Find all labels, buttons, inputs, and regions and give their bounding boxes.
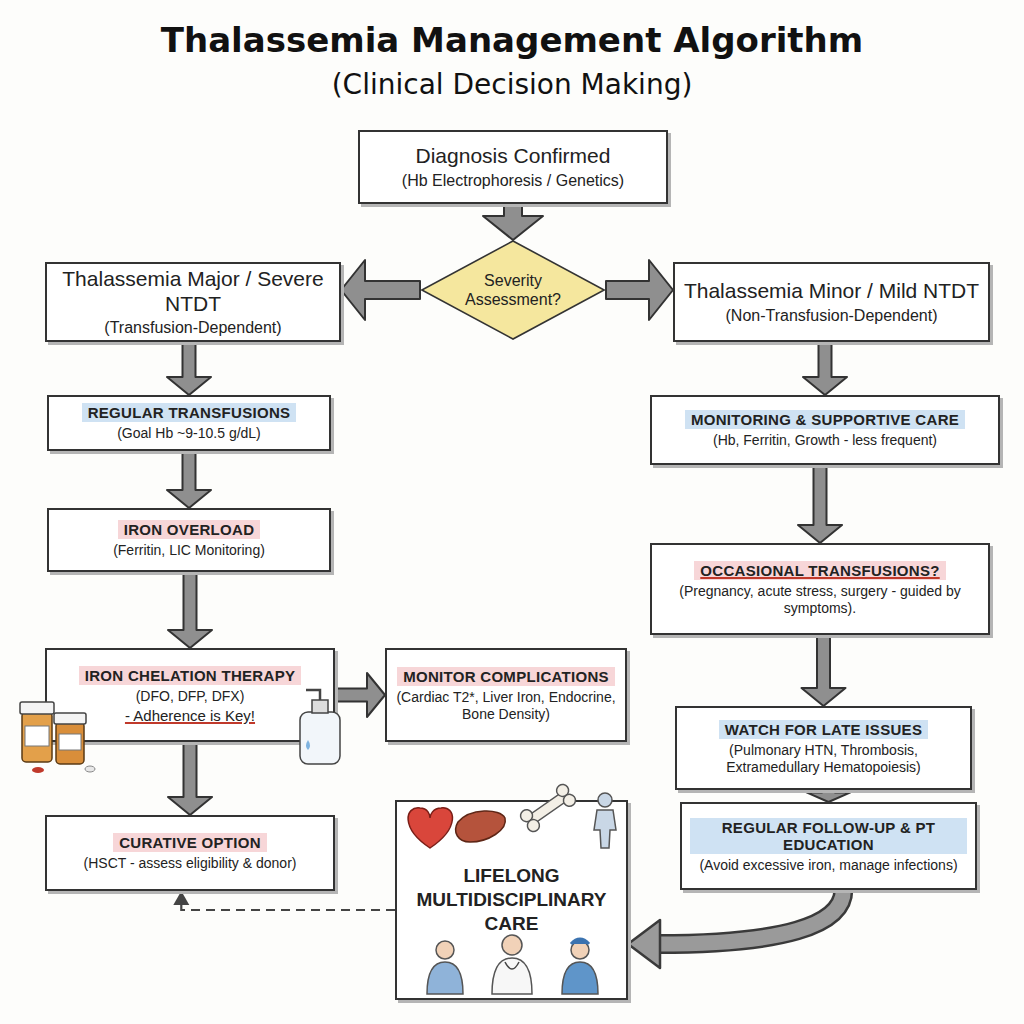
node-body: (Ferritin, LIC Monitoring) xyxy=(113,542,265,559)
care-box: LIFELONG MULTIDISCIPLINARY CARE xyxy=(395,800,628,1000)
curve-fill xyxy=(658,890,843,944)
node-body: (Pulmonary HTN, Thrombosis, Extramedulla… xyxy=(685,742,962,776)
process-box: CURATIVE OPTION (HSCT - assess eligibilit… xyxy=(45,815,335,891)
diamond-outline xyxy=(420,240,606,340)
node-heading: Diagnosis Confirmed xyxy=(416,143,611,168)
flow-arrow xyxy=(803,342,847,395)
flow-arrow xyxy=(335,673,385,717)
node-body: - Adherence is Key! xyxy=(125,707,255,724)
node-body: (DFO, DFP, DFX) xyxy=(136,688,245,705)
node-heading: MONITOR COMPLICATIONS xyxy=(397,667,615,686)
flow-arrow xyxy=(168,572,212,648)
process-box: IRON CHELATION THERAPY (DFO, DFP, DFX) - A… xyxy=(45,648,335,742)
arrow-head xyxy=(628,920,660,968)
node-heading: WATCH FOR LATE ISSUES xyxy=(719,720,928,739)
process-box: REGULAR TRANSFUSIONS (Goal Hb ~9-10.5 g/d… xyxy=(47,395,331,451)
node-body: (Cardiac T2*, Liver Iron, Endocrine, Bon… xyxy=(395,689,617,723)
branch-box: Thalassemia Major / Severe NTDT(Transfus… xyxy=(45,262,341,342)
node-heading: REGULAR TRANSFUSIONS xyxy=(82,403,297,422)
node-heading: IRON CHELATION THERAPY xyxy=(79,666,302,685)
flow-arrow xyxy=(341,260,420,320)
node-body: (Avoid excessive iron, manage infections… xyxy=(699,857,957,874)
node-heading: REGULAR FOLLOW-UP & PT EDUCATION xyxy=(690,818,967,854)
diagram-title: Thalassemia Management Algorithm xyxy=(0,20,1024,60)
node-heading: LIFELONG MULTIDISCIPLINARY CARE xyxy=(405,864,618,935)
process-box: OCCASIONAL TRANSFUSIONS? (Pregnancy, acut… xyxy=(650,543,990,635)
decision-diamond: Severity Assessment? xyxy=(420,240,606,340)
node-body: (Hb, Ferritin, Growth - less frequent) xyxy=(713,432,937,449)
process-box: REGULAR FOLLOW-UP & PT EDUCATION (Avoid e… xyxy=(680,802,977,890)
node-heading: CURATIVE OPTION xyxy=(113,833,267,852)
node-body: (Pregnancy, acute stress, surgery - guid… xyxy=(660,583,980,617)
diamond-shape xyxy=(422,241,604,339)
node-heading: Thalassemia Major / Severe NTDT xyxy=(55,266,331,316)
flow-arrow xyxy=(167,342,211,395)
curve-outline xyxy=(658,890,843,944)
start-box: Diagnosis Confirmed (Hb Electrophoresis /… xyxy=(358,130,668,204)
flow-arrow xyxy=(606,260,673,320)
flow-arrow xyxy=(168,742,212,815)
node-body: (Hb Electrophoresis / Genetics) xyxy=(402,171,624,191)
flow-arrow xyxy=(483,204,543,240)
branch-box: Thalassemia Minor / Mild NTDT (Non-Transf… xyxy=(673,262,990,342)
node-body: (Non-Transfusion-Dependent) xyxy=(726,306,938,326)
flow-arrow xyxy=(807,790,851,802)
dashed-connector xyxy=(173,891,395,910)
arrow-head xyxy=(173,891,189,905)
flow-arrow xyxy=(802,635,846,706)
node-heading: Thalassemia Minor / Mild NTDT xyxy=(684,278,979,303)
node-body: (Goal Hb ~9-10.5 g/dL) xyxy=(117,425,261,442)
node-body: (HSCT - assess eligibility & donor) xyxy=(84,855,297,872)
flow-arrow xyxy=(798,465,842,543)
dashed-line xyxy=(181,905,395,910)
node-heading: IRON OVERLOAD xyxy=(118,520,261,539)
node-body: (Transfusion-Dependent) xyxy=(104,318,281,338)
node-heading: Severity Assessment? xyxy=(464,271,562,309)
curved-connector xyxy=(628,890,843,968)
subtitle-label: (Clinical Decision Making) xyxy=(0,68,1024,101)
process-box: WATCH FOR LATE ISSUES (Pulmonary HTN, Thr… xyxy=(675,706,972,790)
process-box: MONITOR COMPLICATIONS (Cardiac T2*, Liver… xyxy=(385,648,627,742)
node-heading: MONITORING & SUPPORTIVE CARE xyxy=(685,410,965,429)
process-box: MONITORING & SUPPORTIVE CARE (Hb, Ferriti… xyxy=(650,395,1000,465)
node-heading: OCCASIONAL TRANSFUSIONS? xyxy=(694,561,945,580)
process-box: IRON OVERLOAD (Ferritin, LIC Monitoring) xyxy=(47,508,331,572)
flow-arrow xyxy=(167,451,211,508)
